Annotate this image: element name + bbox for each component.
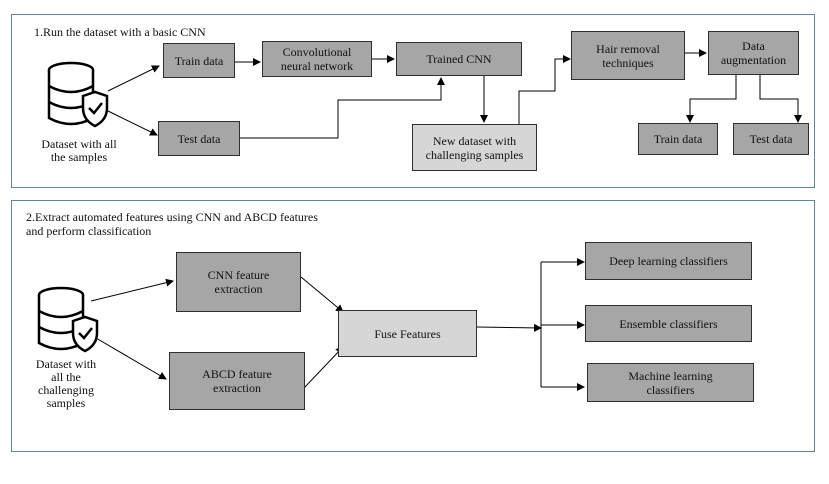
arrow-fuse-to-branch (476, 323, 542, 332)
arrow-abcd-to-fuse (303, 346, 344, 389)
test-data-box: Test data (158, 121, 240, 156)
machine-learning-classifiers-box: Machine learning classifiers (587, 363, 754, 402)
test-output-box: Test data (733, 123, 809, 155)
dataset-label: Dataset with all the samples (41, 137, 117, 164)
cnn-feature-extraction-box: CNN feature extraction (176, 252, 301, 312)
database-shield-icon (37, 286, 99, 353)
deep-learning-classifiers-box: Deep learning classifiers (585, 242, 752, 280)
arrow-new-to-hair (518, 55, 571, 124)
database-shield-icon (47, 61, 109, 128)
dataset-challenging-label: Dataset with all the challenging samples (35, 357, 97, 410)
panel-2-title: 2.Extract automated features using CNN a… (26, 210, 318, 238)
arrow-dataset-to-train (107, 65, 160, 92)
new-dataset-box: New dataset with challenging samples (412, 124, 537, 171)
arrow-dataset-to-test (107, 110, 158, 136)
ensemble-classifiers-box: Ensemble classifiers (585, 305, 752, 342)
arrow-dataset2-to-cnn-features (90, 278, 174, 302)
hair-removal-box: Hair removal techniques (571, 31, 685, 80)
arrow-aug-to-train (686, 75, 737, 123)
arrow-dataset2-to-abcd (95, 337, 167, 380)
panel-1-title: 1.Run the dataset with a basic CNN (34, 25, 206, 39)
trained-cnn-box: Trained CNN (396, 42, 522, 76)
abcd-feature-extraction-box: ABCD feature extraction (169, 352, 305, 410)
arrow-cnn-features-to-fuse (300, 276, 344, 313)
arrow-aug-to-test (759, 75, 802, 123)
augmentation-box: Data augmentation (708, 31, 799, 75)
train-data-box: Train data (163, 43, 235, 78)
cnn-box: Convolutional neural network (262, 41, 372, 77)
fuse-features-box: Fuse Features (338, 310, 477, 357)
train-output-box: Train data (638, 123, 718, 155)
arrow-test-to-trained (240, 77, 445, 139)
